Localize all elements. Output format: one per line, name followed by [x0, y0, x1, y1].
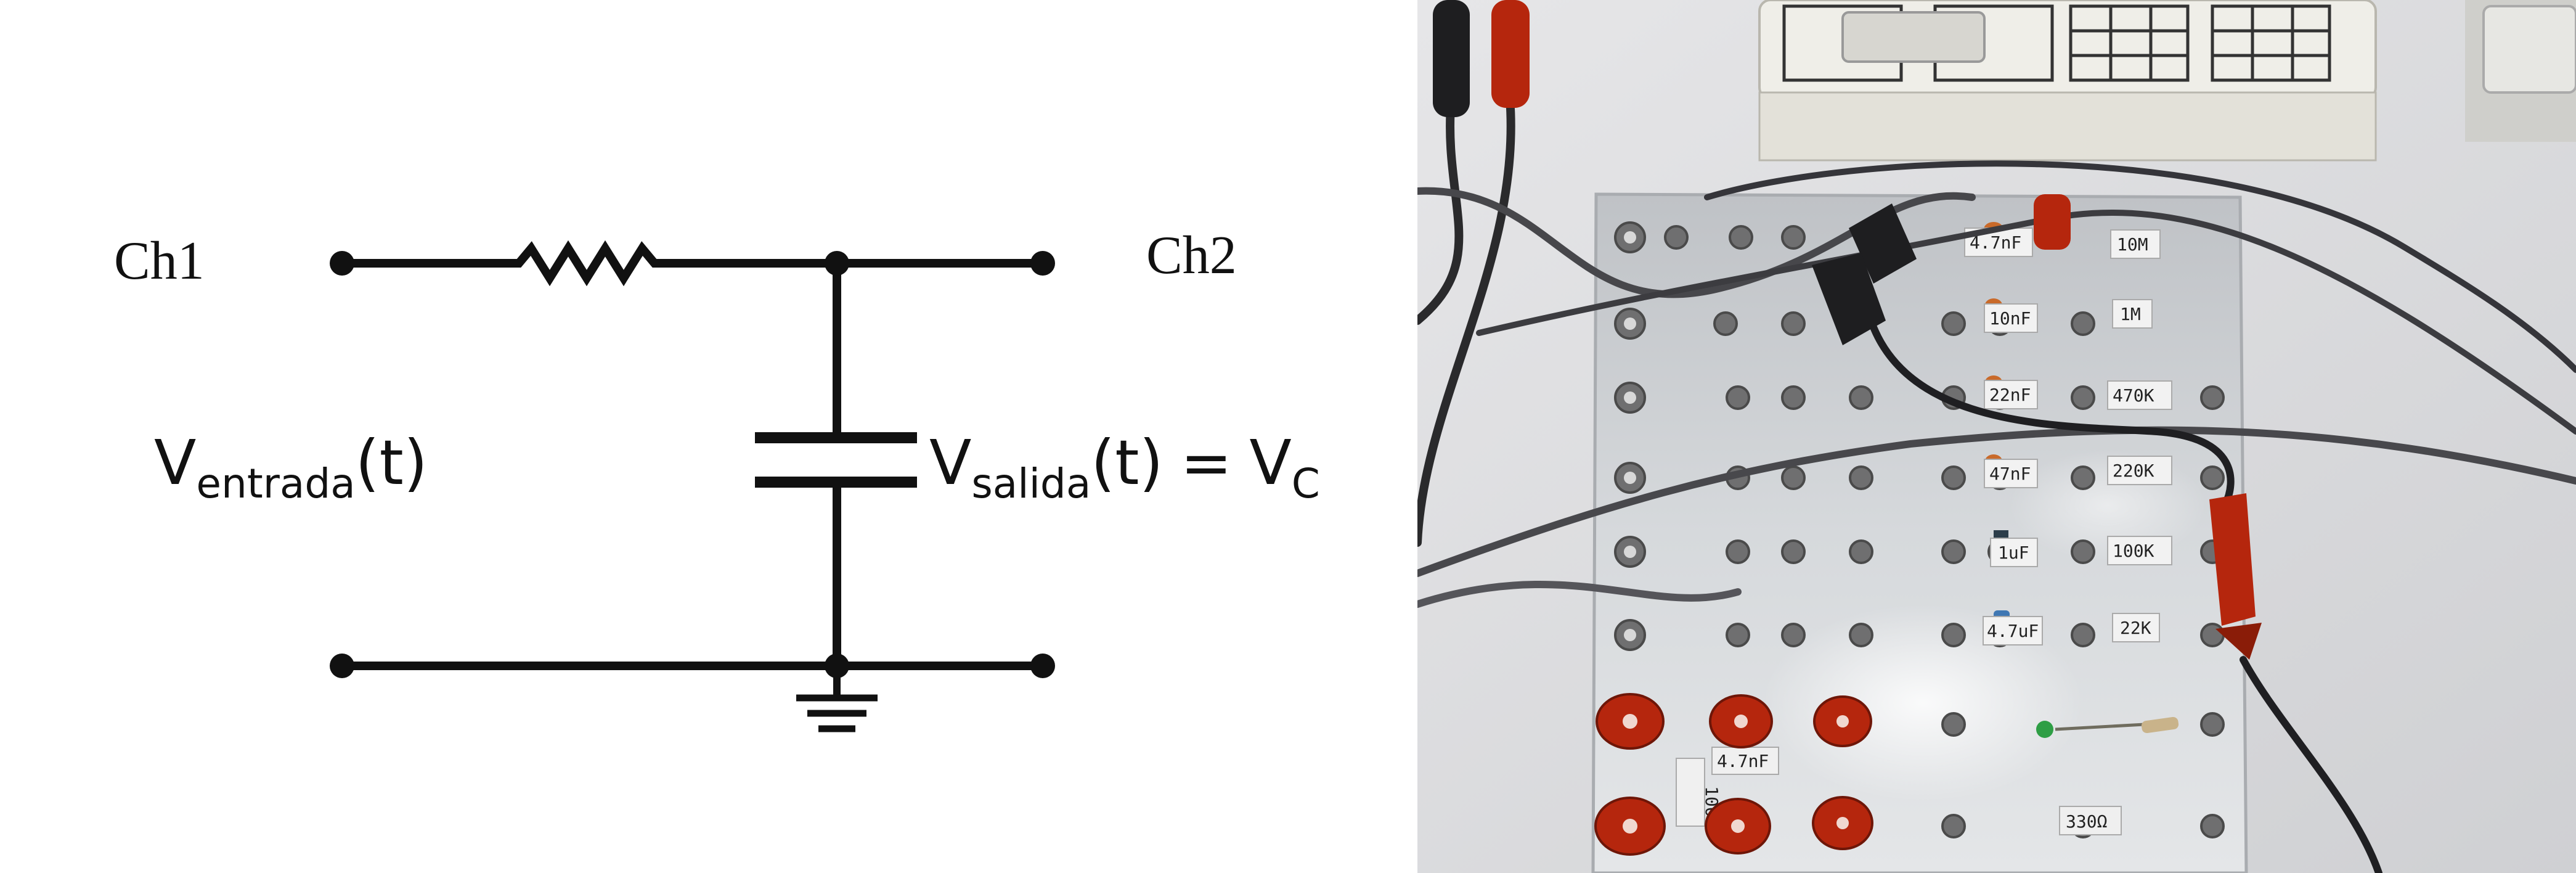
cap-label-3: 22nF: [1989, 385, 2031, 405]
red-jacks: [1594, 693, 1873, 856]
circuit-schematic: Ch1 Ch2 Ventrada(t) Vsalida(t)=VC: [114, 226, 1320, 732]
terminal-ch1-bottom: [330, 654, 354, 678]
cap-label-4: 47nF: [1989, 464, 2031, 484]
resistor: [508, 240, 666, 287]
terminal-ch1-top: [330, 251, 354, 276]
grid-modules: [1758, 0, 2576, 162]
res-label-4: 220K: [2113, 461, 2154, 481]
rc-circuit-diagram: Ch1 Ch2 Ventrada(t) Vsalida(t)=VC: [114, 226, 1320, 732]
extra-labels: 4.7nF 100k 330Ω: [1676, 747, 2122, 835]
bottom-res-label: 330Ω: [2066, 811, 2107, 832]
terminal-ch2-bottom: [1030, 654, 1055, 678]
res-label-6: 22K: [2120, 618, 2151, 638]
junction-bottom: [825, 654, 849, 678]
capacitor-labels: 4.7nF 10nF 22nF 47nF 1uF 4.7uF: [1964, 227, 2043, 646]
cap-label-2: 10nF: [1989, 308, 2031, 329]
junction-top: [825, 251, 849, 276]
input-voltage-label: Ventrada(t): [154, 427, 428, 507]
ch1-label: Ch1: [114, 231, 205, 291]
cap-label-6: 4.7uF: [1987, 621, 2039, 641]
res-label-3: 470K: [2113, 385, 2154, 406]
res-label-2: 1M: [2120, 304, 2141, 324]
resistor-labels: 10M 1M 470K 220K 100K 22K: [2107, 229, 2172, 642]
ground-icon: [796, 694, 878, 732]
res-label-1: 10M: [2117, 234, 2148, 255]
plugs: [1433, 0, 2262, 660]
terminal-ch2-top: [1030, 251, 1055, 276]
output-voltage-label: Vsalida(t)=VC: [929, 427, 1320, 507]
ch2-label: Ch2: [1146, 226, 1237, 285]
res-label-5: 100K: [2113, 541, 2154, 561]
small-cap-label: 4.7nF: [1717, 751, 1769, 771]
breadboard-photo-illustration: 4.7nF 10nF 22nF 47nF 1uF 4.7uF 10M 1M 47…: [1417, 0, 2576, 873]
breadboard-photo: 4.7nF 10nF 22nF 47nF 1uF 4.7uF 10M 1M 47…: [1417, 0, 2576, 873]
cap-label-5: 1uF: [1998, 543, 2029, 563]
